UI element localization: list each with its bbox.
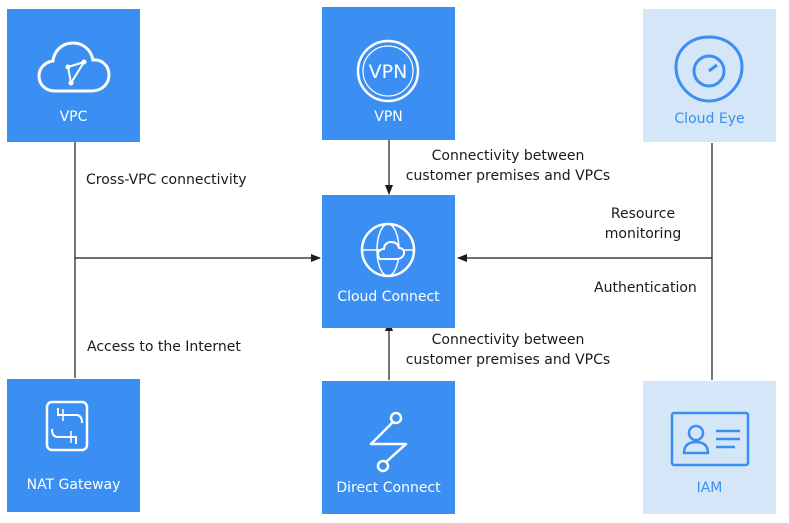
vpn-label: VPN — [374, 109, 403, 125]
vpn-icon: VPN — [356, 39, 420, 103]
dc-connectivity-label: Connectivity between customer premises a… — [398, 330, 618, 370]
cloud-eye-node: Cloud Eye — [643, 9, 776, 142]
vpn-connectivity-line-1: Connectivity between — [431, 148, 585, 164]
vpc-node: VPC — [7, 9, 140, 142]
vpn-icon-text: VPN — [369, 61, 408, 83]
vpn-connectivity-line-2: customer premises and VPCs — [405, 168, 611, 184]
dc-connectivity-line-2: customer premises and VPCs — [405, 352, 611, 368]
vpc-label: VPC — [59, 109, 88, 125]
dc-connectivity-line-1: Connectivity between — [431, 332, 585, 348]
direct-connect-icon — [369, 411, 408, 473]
globe-cloud-icon — [360, 222, 416, 278]
cloud-connect-node: Cloud Connect — [322, 195, 455, 328]
nat-gateway-label: NAT Gateway — [26, 477, 121, 493]
cross-vpc-label: Cross-VPC connectivity — [86, 172, 247, 188]
iam-label: IAM — [696, 480, 723, 496]
cloud-connect-label: Cloud Connect — [337, 289, 440, 305]
resource-monitoring-label: Resource monitoring — [586, 204, 700, 244]
id-card-icon — [670, 411, 750, 467]
resource-monitoring-line-1: Resource — [610, 206, 676, 222]
direct-connect-label: Direct Connect — [336, 480, 441, 496]
cloud-eye-label: Cloud Eye — [674, 111, 745, 127]
iam-node: IAM — [643, 381, 776, 514]
vpn-connectivity-label: Connectivity between customer premises a… — [398, 146, 618, 186]
nat-gateway-node: NAT Gateway — [7, 379, 140, 512]
eye-icon — [674, 35, 744, 103]
authentication-label: Authentication — [594, 280, 697, 296]
vpn-node: VPN VPN — [322, 7, 455, 140]
nat-gateway-icon — [45, 400, 89, 452]
resource-monitoring-line-2: monitoring — [604, 226, 682, 242]
internet-access-label: Access to the Internet — [87, 339, 241, 355]
cloud-network-icon — [37, 41, 111, 93]
direct-connect-node: Direct Connect — [322, 381, 455, 514]
